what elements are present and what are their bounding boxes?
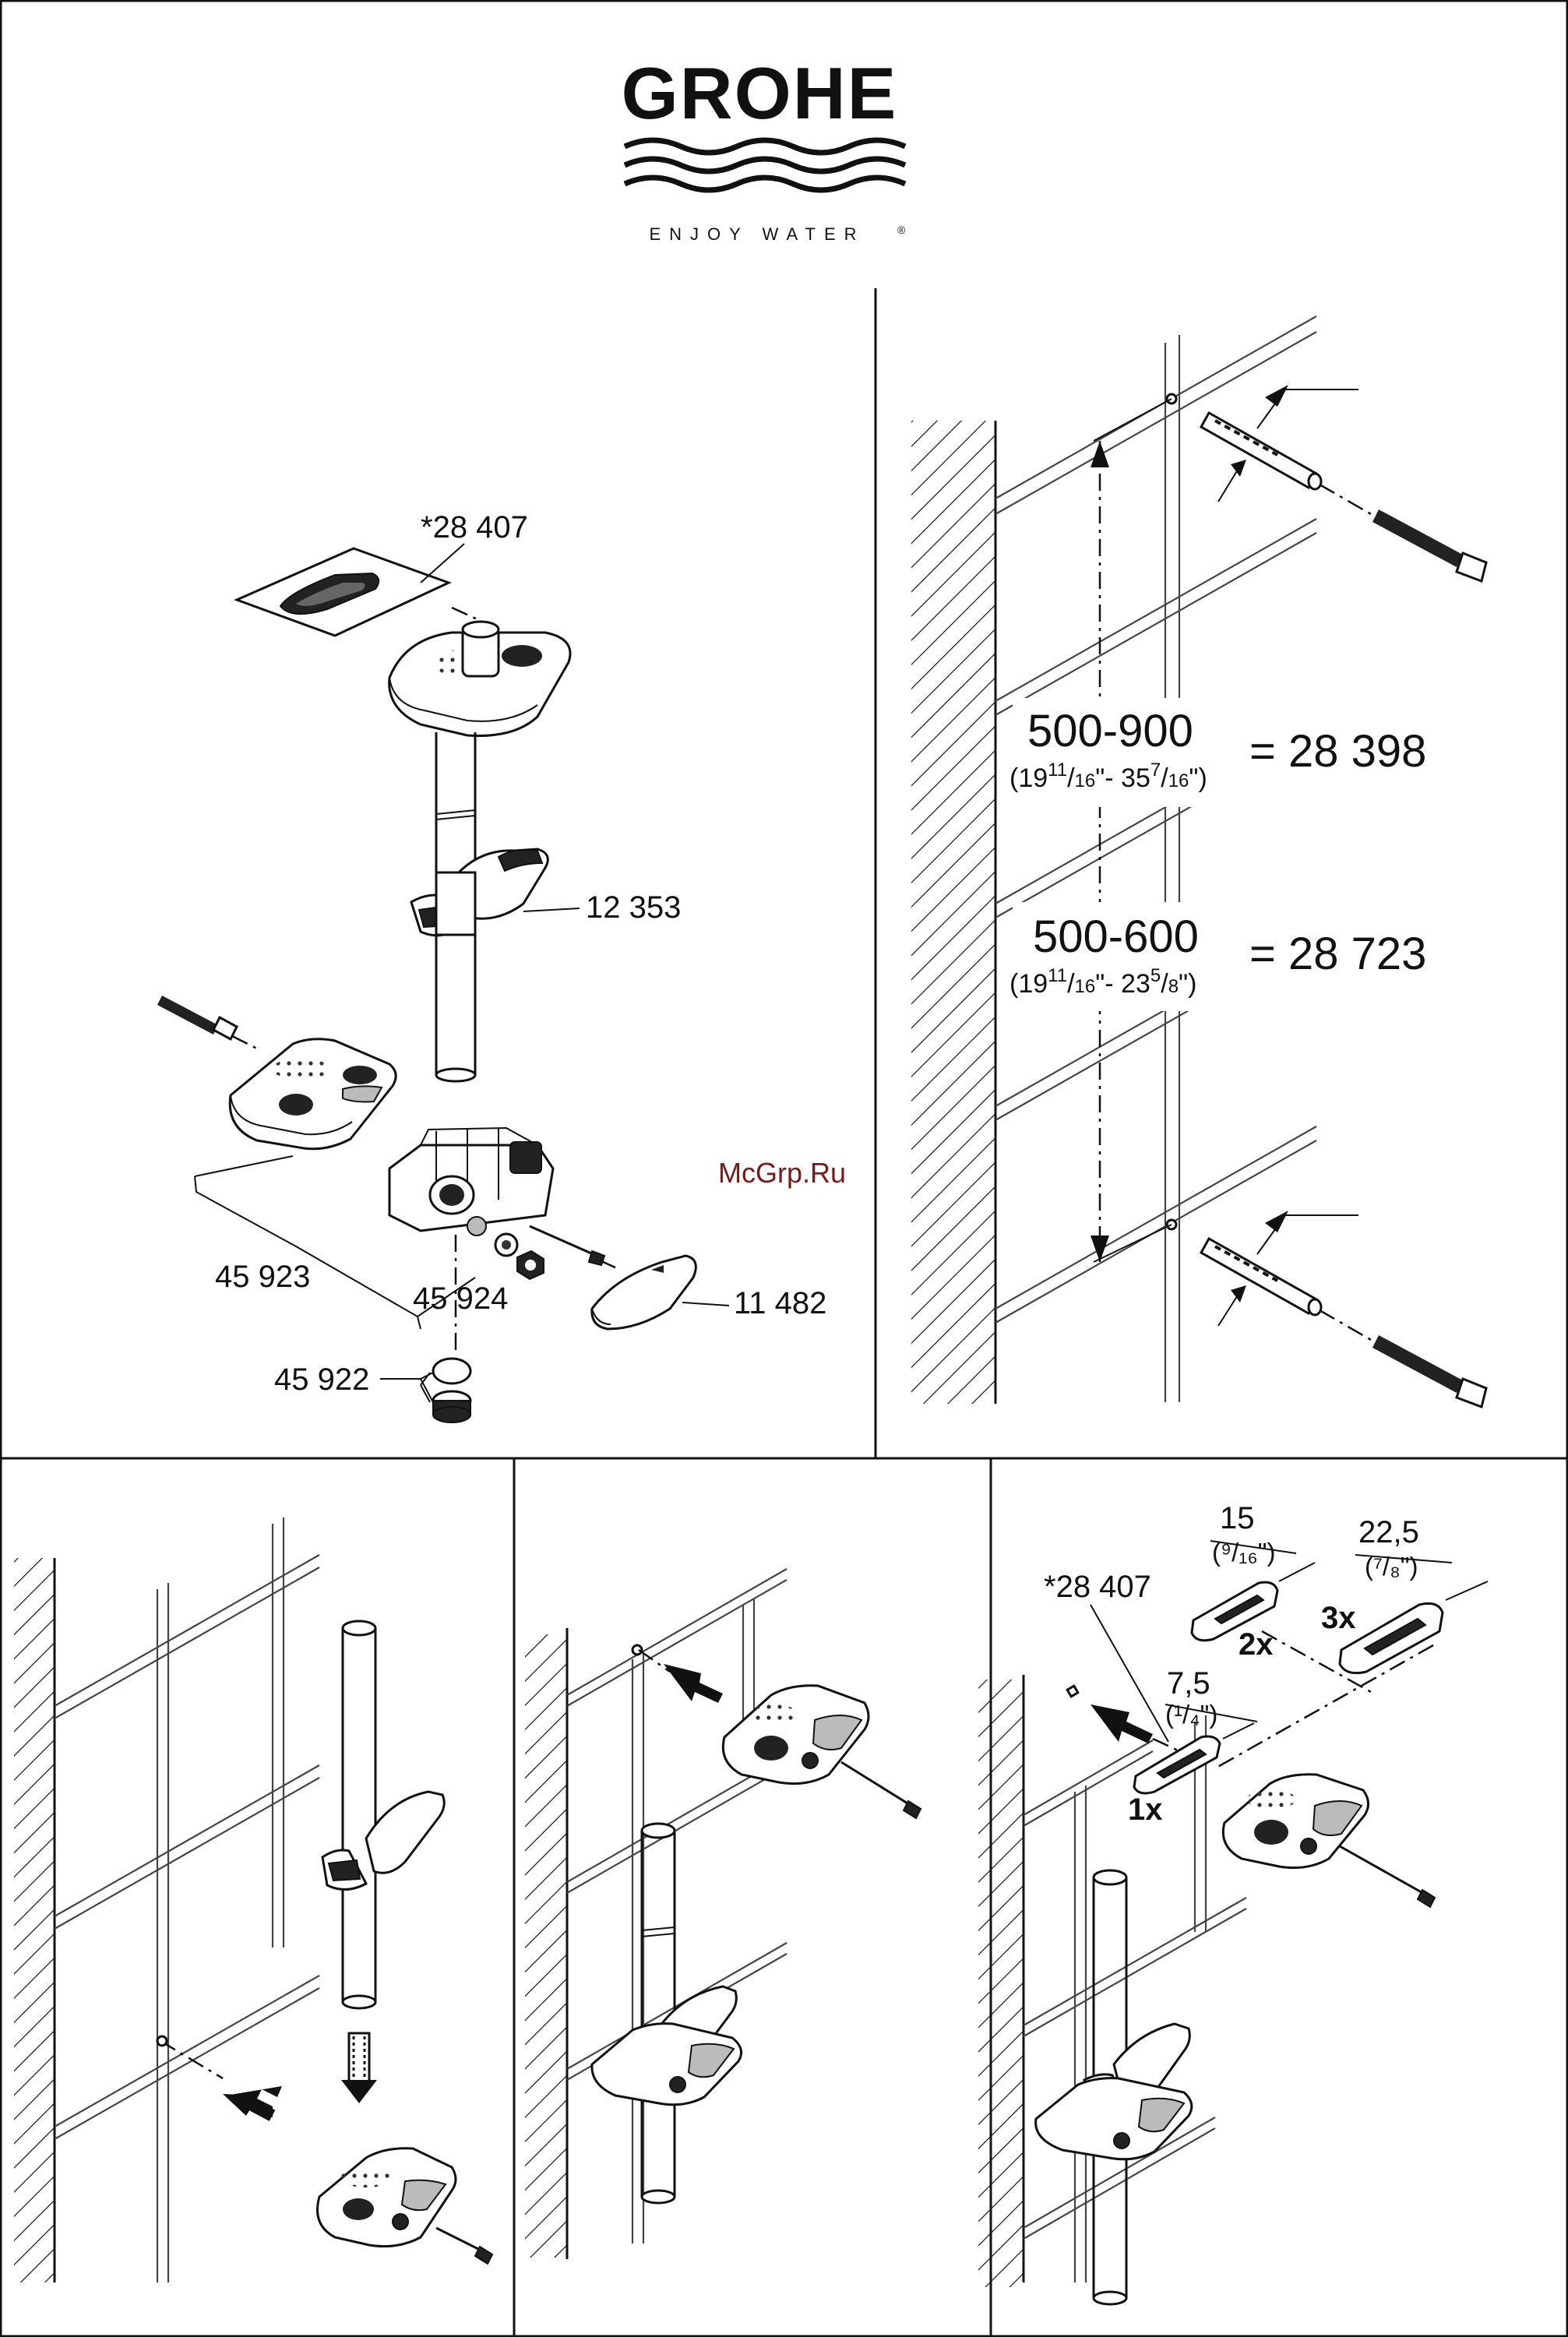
wall-cap-rings	[420, 1357, 472, 1423]
bracket-holder-set	[194, 1176, 421, 1330]
shower-slider	[410, 848, 549, 937]
wall-screw	[157, 996, 258, 1050]
part-28398: = 28 398	[1249, 726, 1426, 777]
grohe-logo: GROHE ENJOY WATER ®	[622, 52, 907, 244]
pin-screw	[529, 1225, 618, 1270]
nut	[516, 1250, 544, 1281]
bottom-wall-holder	[228, 1038, 397, 1151]
dim-range-900: 500-900	[1027, 706, 1193, 756]
label-wall-cap: 45 922	[274, 1362, 369, 1397]
spacer1-qty: 1x	[1128, 1792, 1163, 1827]
leader-slider	[523, 908, 580, 912]
water-waves-icon	[623, 137, 907, 193]
spacer1-inch: (¹/₄")	[1165, 1700, 1217, 1729]
arrow-left-icon	[664, 1664, 723, 1703]
arrow-left-icon	[1091, 1704, 1153, 1743]
tile-grid-step1	[54, 1517, 320, 2282]
label-slider: 12 353	[586, 890, 681, 925]
wall-plug-bottom	[1372, 1335, 1488, 1408]
spacer-7-5	[1133, 1735, 1221, 1795]
wall-plug-top	[1372, 509, 1488, 583]
step-mount-top	[525, 1568, 922, 2259]
dimension-line	[1091, 398, 1172, 1263]
watermark: McGrp.Ru	[718, 1157, 846, 1189]
step-spacers: 7,5 (¹/₄") 1x *28 407 15 (⁹/₁₆") 2x 22,5…	[978, 1501, 1489, 2306]
spacer2-qty: 2x	[1239, 1627, 1274, 1662]
label-holder-set: 45 923	[215, 1260, 310, 1294]
registered-mark: ®	[897, 224, 906, 236]
brand-tagline: ENJOY WATER	[649, 224, 865, 244]
label-kit-top: *28 407	[421, 510, 528, 545]
arrow-left-icon	[223, 2086, 282, 2121]
leader-cover	[682, 1302, 730, 1306]
label-screws: 45 924	[413, 1281, 508, 1316]
drill-bit-top	[1199, 411, 1383, 522]
spacer1-mm: 7,5	[1167, 1666, 1210, 1701]
drilling-diagram: 500-900 (1911/16"- 357/16") = 28 398 500…	[911, 315, 1488, 1408]
spacer2-mm: 15	[1220, 1501, 1255, 1535]
top-wall-holder	[388, 620, 572, 737]
spacer3-qty: 3x	[1321, 1601, 1356, 1635]
spacer-22-5	[1338, 1602, 1444, 1675]
exploded-parts-view: *28 407 12 353	[157, 510, 826, 1423]
brand-name: GROHE	[622, 52, 898, 134]
part-28723: = 28 723	[1249, 929, 1426, 979]
dim-range-600-inch: (1911/16"- 235/8")	[1010, 965, 1196, 999]
step-mount-bottom	[14, 1517, 494, 2282]
spacer3-mm: 22,5	[1358, 1515, 1419, 1549]
label-cover: 11 482	[734, 1286, 826, 1320]
holder-mechanism	[388, 1126, 555, 1236]
spacer-15	[1190, 1581, 1279, 1642]
arrow-down-icon	[341, 2032, 377, 2103]
dim-range-900-inch: (1911/16"- 357/16")	[1010, 760, 1207, 793]
spacer-plate-kit	[233, 547, 452, 637]
dim-range-600: 500-600	[1033, 911, 1199, 962]
end-cover	[590, 1254, 697, 1331]
leader-kit-top	[420, 543, 465, 583]
drill-bit-bottom	[1199, 1236, 1383, 1348]
spacer-kit-label: *28 407	[1044, 1570, 1151, 1604]
